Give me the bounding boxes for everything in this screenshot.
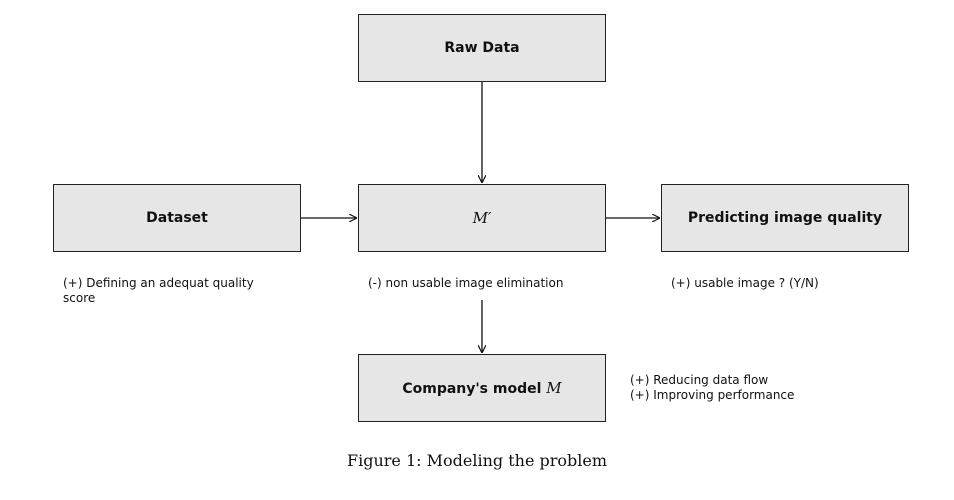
dataset-note: (+) Defining an adequat quality score [63, 276, 254, 306]
raw-data-label: Raw Data [444, 40, 520, 56]
dataset-note-line1: (+) Defining an adequat quality [63, 276, 254, 290]
m-prime-label: M′ [472, 209, 492, 227]
raw-data-node: Raw Data [358, 14, 606, 82]
predicting-label: Predicting image quality [687, 210, 883, 226]
dataset-node: Dataset [53, 184, 301, 252]
predicting-note-line: (+) usable image ? (Y/N) [671, 276, 819, 290]
company-model-text: Company's model [402, 381, 542, 397]
figure-caption: Figure 1: Modeling the problem [346, 451, 608, 470]
m-prime-note-line: (-) non usable image elimination [368, 276, 564, 290]
company-model-symbol: M [546, 379, 562, 397]
company-model-label: Company's model M [402, 379, 561, 397]
predicting-note: (+) usable image ? (Y/N) [671, 276, 819, 291]
company-model-node: Company's model M [358, 354, 606, 422]
predicting-node: Predicting image quality [661, 184, 909, 252]
company-note-line2: (+) Improving performance [630, 388, 795, 402]
dataset-label: Dataset [146, 210, 208, 226]
company-note-line1: (+) Reducing data flow [630, 373, 769, 387]
m-prime-note: (-) non usable image elimination [368, 276, 563, 291]
m-prime-node: M′ [358, 184, 606, 252]
company-model-note: (+) Reducing data flow (+) Improving per… [630, 373, 794, 403]
dataset-note-line2: score [63, 291, 96, 305]
